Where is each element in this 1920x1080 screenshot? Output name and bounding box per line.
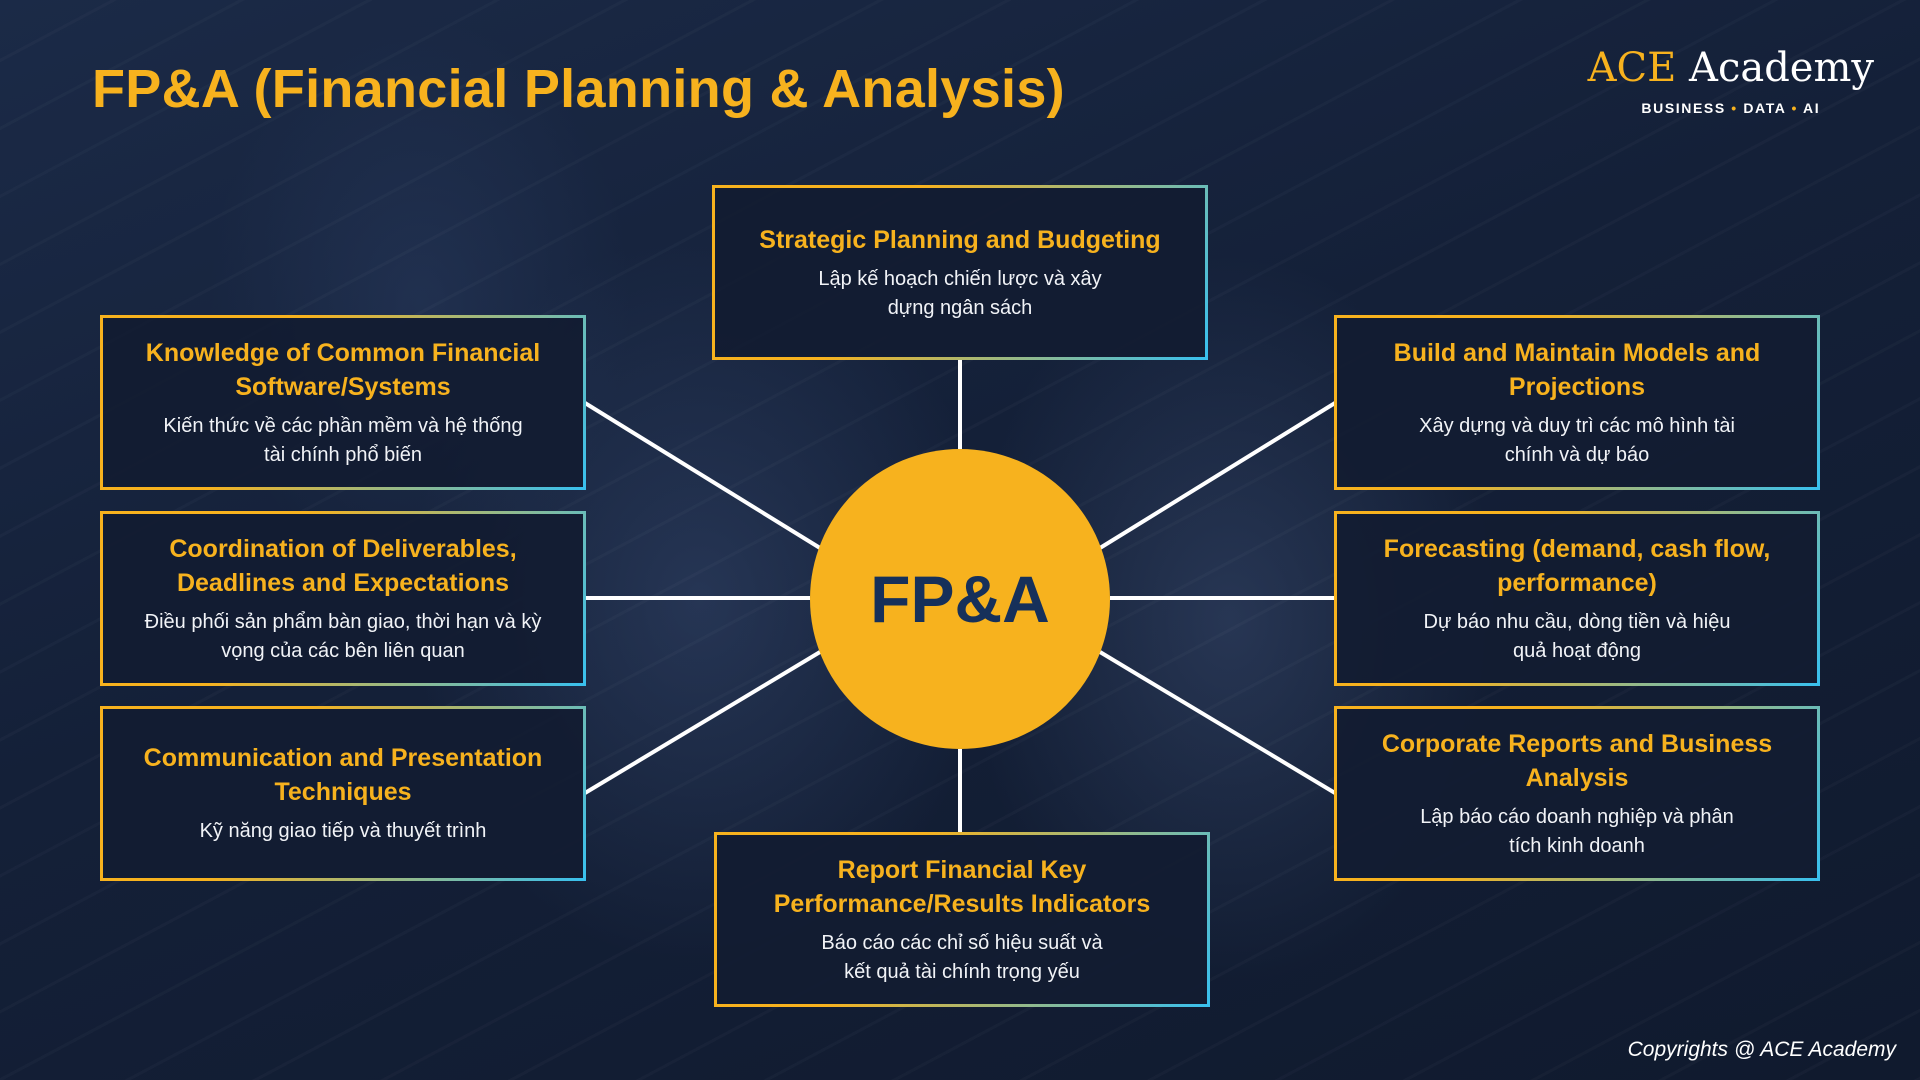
connector-left-bottom (583, 650, 822, 795)
node-subtitle: Lập báo cáo doanh nghiệp và phân tích ki… (1420, 805, 1734, 857)
node-corporate-reports: Corporate Reports and Business Analysis … (1334, 706, 1820, 881)
node-models-projections: Build and Maintain Models and Projection… (1334, 315, 1820, 490)
node-subtitle: Điều phối sản phẩm bàn giao, thời hạn và… (144, 610, 542, 662)
fpa-hub-circle: FP&A (810, 449, 1110, 749)
page-title: FP&A (Financial Planning & Analysis) (92, 59, 1065, 119)
node-title: Strategic Planning and Budgeting (759, 225, 1161, 254)
copyright-notice: Copyrights @ ACE Academy (1627, 1038, 1896, 1061)
logo-separator-1: • (1731, 100, 1738, 116)
node-title: Forecasting (demand, cash flow, performa… (1383, 534, 1771, 597)
node-financial-software: Knowledge of Common Financial Software/S… (100, 315, 586, 490)
logo-brand-accent: ACE (1587, 45, 1677, 91)
node-subtitle: Xây dựng và duy trì các mô hình tài chín… (1419, 414, 1735, 466)
node-communication: Communication and Presentation Technique… (100, 706, 586, 881)
node-title: Coordination of Deliverables, Deadlines … (169, 534, 517, 597)
connector-right-top (1098, 401, 1337, 550)
connector-left-top (583, 401, 822, 550)
node-subtitle: Dự báo nhu cầu, dòng tiền và hiệu quả ho… (1423, 610, 1731, 662)
node-title: Build and Maintain Models and Projection… (1393, 338, 1761, 401)
logo-brand-rest: Academy (1676, 45, 1874, 91)
node-subtitle: Lập kế hoạch chiến lược và xây dựng ngân… (818, 267, 1102, 319)
node-title: Communication and Presentation Technique… (143, 744, 543, 806)
node-coordination: Coordination of Deliverables, Deadlines … (100, 511, 586, 686)
node-strategic-planning: Strategic Planning and Budgeting Lập kế … (712, 185, 1208, 360)
node-subtitle: Kỹ năng giao tiếp và thuyết trình (199, 820, 487, 842)
logo-tagline: BUSINESS • DATA • AI (1588, 100, 1874, 116)
logo-separator-2: • (1791, 100, 1799, 116)
logo-wordmark: ACE Academy (1588, 48, 1874, 88)
logo-tag-data: DATA (1743, 100, 1786, 116)
node-title: Knowledge of Common Financial Software/S… (145, 338, 541, 401)
node-title: Report Financial Key Performance/Results… (773, 855, 1151, 918)
logo-tag-ai: AI (1803, 100, 1821, 116)
ace-academy-logo: ACE Academy BUSINESS • DATA • AI (1588, 48, 1874, 116)
connector-right-bottom (1098, 650, 1337, 795)
node-forecasting: Forecasting (demand, cash flow, performa… (1334, 511, 1820, 686)
logo-tag-business: BUSINESS (1641, 100, 1726, 116)
node-title: Corporate Reports and Business Analysis (1381, 729, 1773, 792)
node-subtitle: Kiến thức về các phần mềm và hệ thống tà… (163, 414, 523, 466)
node-kpi-reporting: Report Financial Key Performance/Results… (714, 832, 1210, 1007)
hub-label: FP&A (870, 562, 1050, 636)
node-subtitle: Báo cáo các chỉ số hiệu suất và kết quả … (821, 931, 1103, 983)
